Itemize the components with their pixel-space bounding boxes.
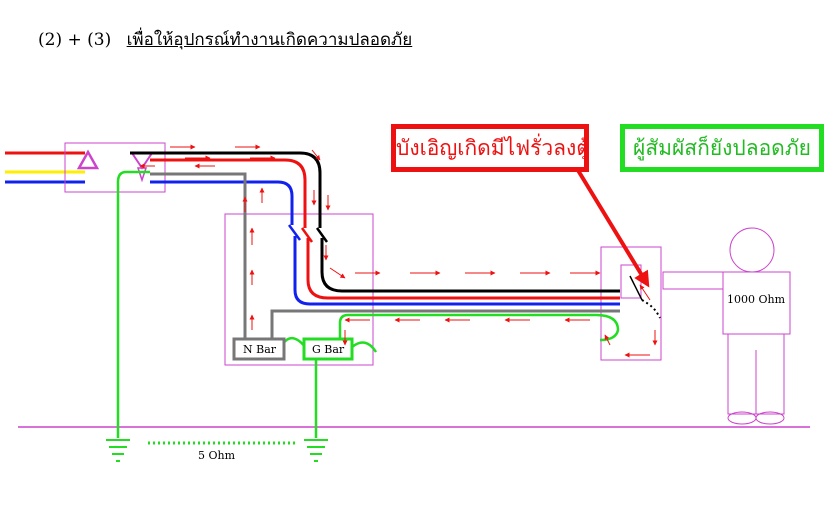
ground-resistance-label: 5 Ohm — [198, 449, 236, 462]
page-heading: (2) + (3) เพื่อให้อุปกรณ์ทำงานเกิดความปล… — [38, 26, 412, 53]
body-resistance-label: 1000 Ohm — [727, 293, 786, 306]
heading-text: เพื่อให้อุปกรณ์ทำงานเกิดความปลอดภัย — [126, 30, 413, 50]
blue-wire — [150, 180, 620, 306]
main-breaker — [287, 224, 329, 243]
fault-leak-path — [629, 275, 661, 319]
ground-rod-right-icon — [304, 439, 328, 462]
safe-callout: ผู้สัมผัสก็ยังปลอดภัย — [620, 124, 824, 172]
g-bar — [302, 337, 354, 361]
neutral-wire — [150, 172, 620, 340]
n-bar-label: N Bar — [243, 343, 277, 356]
ground-rod-left-icon — [106, 439, 130, 462]
g-bar-label: G Bar — [312, 343, 345, 356]
meter-box — [64, 142, 166, 193]
incoming-service-wires — [5, 151, 85, 184]
fault-pointer-arrow — [574, 165, 650, 288]
heading-number: (2) + (3) — [38, 30, 112, 50]
ground-wire-meter — [116, 170, 150, 438]
person-figure — [662, 227, 791, 425]
n-bar — [232, 337, 286, 361]
red-phase-wire — [150, 158, 620, 300]
fault-callout: บังเอิญเกิดมีไฟรั่วลงตู้ — [391, 124, 590, 172]
current-flow-arrows — [139, 144, 658, 358]
black-wire — [130, 151, 620, 293]
